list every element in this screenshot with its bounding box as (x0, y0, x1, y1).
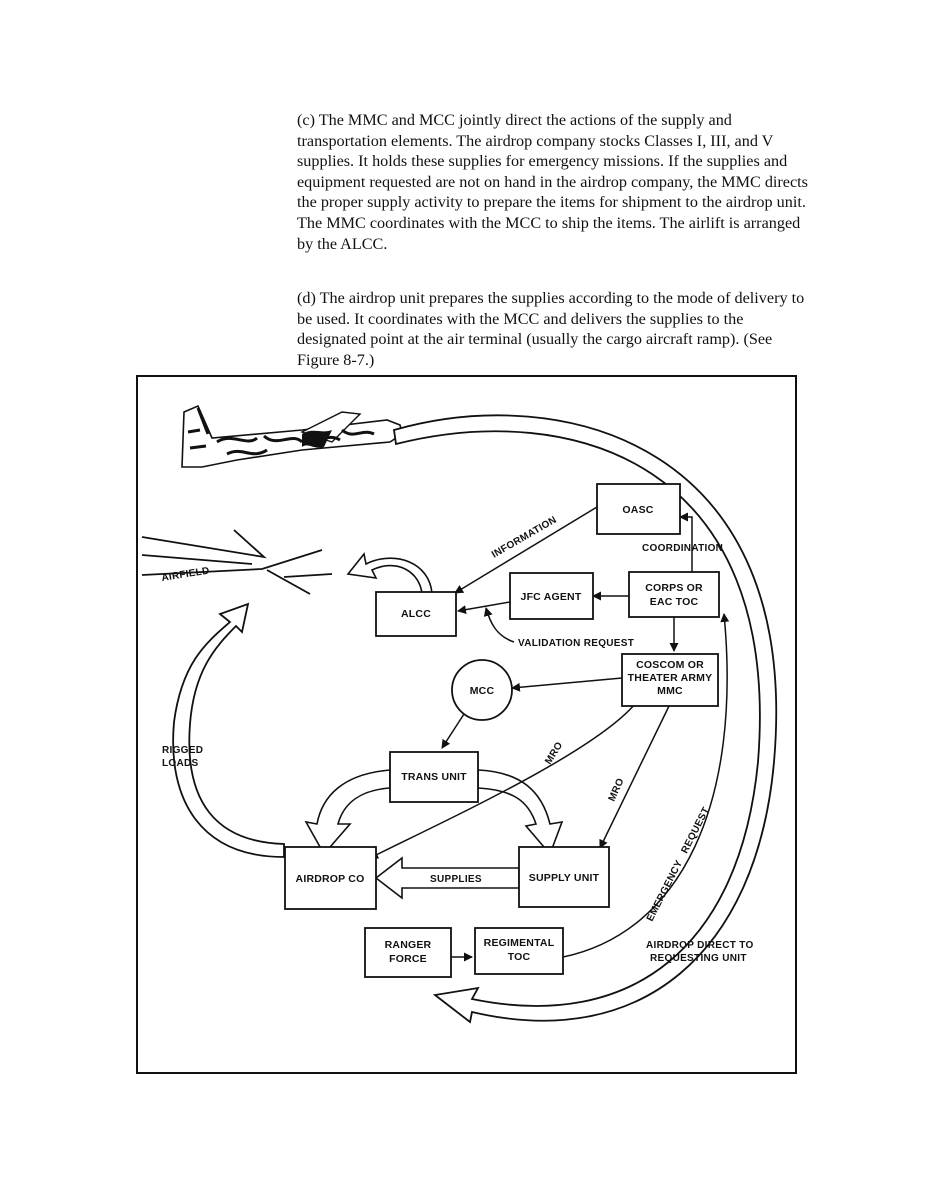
alcc-box (375, 591, 457, 637)
supplies-label: SUPPLIES (430, 874, 482, 885)
ranger-label-2: FORCE (389, 953, 427, 965)
airdrop-flow-diagram: AIRFIELD (136, 375, 797, 1074)
mcc-circle (451, 659, 513, 721)
supply-unit-label: SUPPLY UNIT (529, 872, 600, 884)
mro-right-line (599, 703, 671, 849)
mcc-label: MCC (470, 685, 495, 697)
supplies-arrow (374, 856, 520, 900)
emergency-request-line (562, 613, 730, 958)
diagram-canvas: AIRFIELD (141, 404, 777, 1024)
airdrop-direct-label-1: AIRDROP DIRECT TO (646, 940, 754, 951)
alcc-label: ALCC (401, 608, 431, 620)
trans-to-supply-arrow (477, 769, 564, 856)
mro-left-label: MRO (543, 740, 565, 766)
airfield-runway (141, 529, 333, 595)
coscom-box (621, 653, 719, 707)
coscom-label-3: MMC (657, 685, 683, 697)
ranger-label-1: RANGER (385, 939, 432, 951)
coordination-label: COORDINATION (642, 543, 723, 554)
airdrop-direct-label-2: REQUESTING UNIT (650, 953, 747, 964)
oasc-box (596, 483, 681, 535)
regimental-toc-box (474, 927, 564, 975)
validation-request-line (483, 607, 515, 643)
coscom-to-mcc-line (511, 677, 623, 692)
trans-unit-box (389, 751, 479, 803)
airdrop-co-label: AIRDROP CO (296, 873, 365, 885)
coscom-label-1: COSCOM OR (636, 659, 704, 671)
coordination-line (679, 512, 693, 574)
information-line (454, 506, 598, 594)
rigged-loads-arrow (172, 602, 285, 858)
airdrop-co-box (284, 846, 377, 910)
regimental-label-2: TOC (508, 951, 531, 963)
validation-request-label: VALIDATION REQUEST (518, 638, 634, 649)
corps-label-2: EAC TOC (650, 596, 699, 608)
trans-to-airdrop-arrow (304, 769, 391, 856)
regimental-label-1: REGIMENTAL (484, 937, 555, 949)
mcc-to-trans-line (441, 713, 465, 749)
jfc-label: JFC AGENT (521, 591, 582, 603)
coscom-label-2: THEATER ARMY (628, 672, 713, 684)
paragraph-d: (d) The airdrop unit prepares the suppli… (297, 289, 805, 369)
alcc-to-airfield-arrow (346, 552, 433, 595)
supply-unit-box (518, 846, 610, 908)
corps-label-1: CORPS OR (645, 582, 703, 594)
airfield-label: AIRFIELD (161, 566, 211, 584)
rigged-loads-label-2: LOADS (162, 758, 199, 769)
jfc-agent-box (509, 572, 594, 620)
rigged-loads-label-1: RIGGED (162, 745, 203, 756)
emergency-request-label: EMERGENCY REQUEST (645, 806, 712, 924)
trans-unit-label: TRANS UNIT (401, 771, 467, 783)
paragraph-c: (c) The MMC and MCC jointly direct the a… (297, 111, 808, 253)
airdrop-direct-arrow (392, 414, 777, 1024)
cargo-aircraft-icon (181, 404, 403, 468)
information-label: INFORMATION (490, 515, 559, 561)
oasc-label: OASC (622, 504, 653, 516)
corps-box (628, 571, 720, 618)
jfc-to-alcc-line (457, 601, 511, 615)
mro-left-line (369, 703, 636, 859)
ranger-force-box (364, 927, 452, 978)
